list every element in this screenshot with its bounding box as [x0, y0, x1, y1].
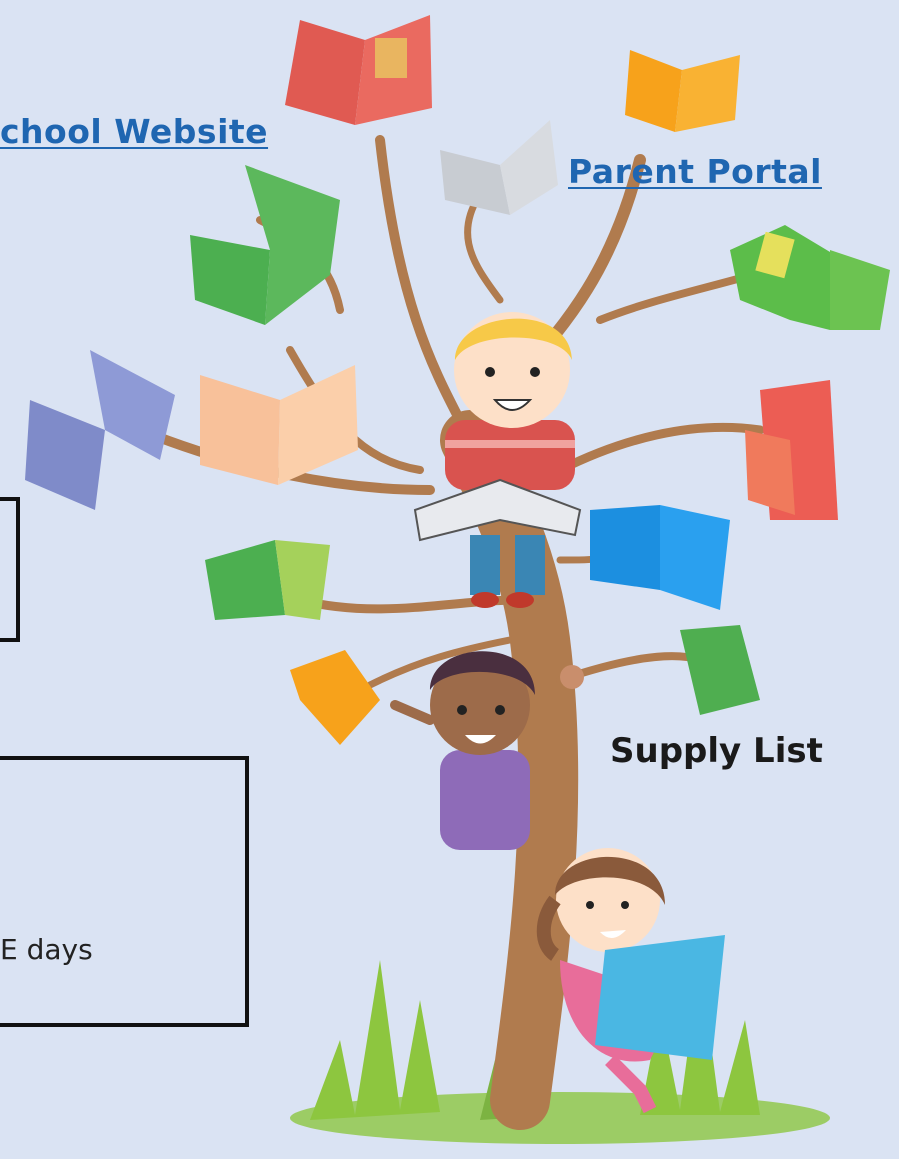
girl-reading-icon: [536, 848, 725, 1114]
info-box-upper: [0, 497, 20, 642]
school-website-link[interactable]: chool Website: [0, 112, 269, 151]
child-peeking-icon: [390, 651, 584, 850]
supply-list-link[interactable]: Supply List: [610, 731, 823, 771]
info-box-text: E days: [0, 933, 93, 966]
flying-books: [25, 15, 890, 745]
info-box-lower: [0, 756, 249, 1027]
boy-reading-icon: [413, 312, 582, 608]
parent-portal-link[interactable]: Parent Portal: [568, 152, 822, 191]
grass-icon: [290, 960, 830, 1144]
